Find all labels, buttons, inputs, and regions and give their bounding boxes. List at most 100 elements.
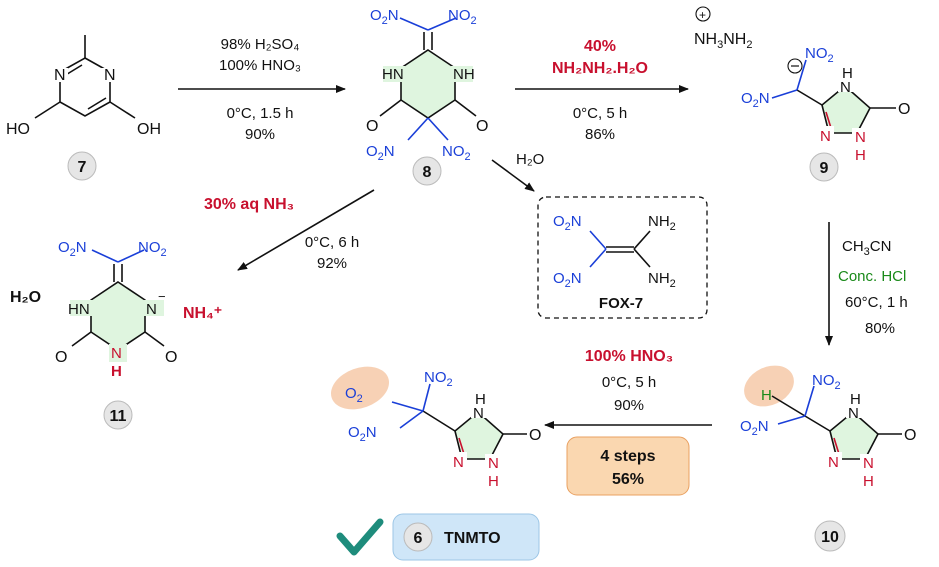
svg-text:N: N xyxy=(488,455,499,472)
product-label: 6 TNMTO xyxy=(336,513,540,561)
compound-10-structure: H NO2 O2N H N N N H O xyxy=(740,365,916,490)
step3-reagent-2: Conc. HCl xyxy=(838,268,906,285)
overall-yield-badge: 4 steps 56% xyxy=(566,436,690,496)
step1-yield: 90% xyxy=(245,126,275,143)
compound-8-badge: 8 xyxy=(412,156,442,186)
svg-text:O: O xyxy=(55,349,67,366)
svg-text:H: H xyxy=(111,363,122,380)
svg-text:NH2: NH2 xyxy=(648,270,676,290)
svg-text:NH2: NH2 xyxy=(648,213,676,233)
svg-text:O2N: O2N xyxy=(348,424,377,444)
svg-text:H: H xyxy=(475,391,486,408)
step3-yield: 80% xyxy=(865,320,895,337)
step2-yield: 86% xyxy=(585,126,615,143)
step1-conditions: 0°C, 1.5 h xyxy=(227,105,294,122)
svg-text:N: N xyxy=(473,405,484,422)
compound-11-badge: 11 xyxy=(103,400,133,430)
step5-reagent: 30% aq NH₃ xyxy=(204,196,294,213)
step4-yield: 90% xyxy=(614,397,644,414)
step3-reagent-1: CH3CN xyxy=(842,238,891,258)
salt11-water: H₂O xyxy=(10,289,41,306)
svg-text:H: H xyxy=(488,473,499,490)
svg-text:O: O xyxy=(366,118,378,135)
step6-reagent: H₂O xyxy=(516,151,544,168)
svg-text:N: N xyxy=(840,79,851,96)
step1-reagent-2: 100% HNO₃ xyxy=(219,57,301,74)
svg-text:HN: HN xyxy=(382,66,404,83)
svg-text:O2N: O2N xyxy=(553,213,582,233)
compound-6-structure: NO2 O2 O2N H N N N H O xyxy=(330,366,541,490)
overall-step-count: 4 steps xyxy=(600,448,655,465)
svg-text:NO2: NO2 xyxy=(138,239,167,259)
step1-reagent-1: 98% H₂SO₄ xyxy=(221,36,300,53)
checkmark-icon xyxy=(336,518,384,556)
svg-text:O2N: O2N xyxy=(740,418,769,438)
svg-text:N: N xyxy=(54,67,66,84)
svg-text:H: H xyxy=(761,387,772,404)
svg-text:N: N xyxy=(104,67,116,84)
svg-text:NH: NH xyxy=(453,66,475,83)
svg-text:O2N: O2N xyxy=(370,7,399,27)
svg-text:N: N xyxy=(453,454,464,471)
compound-6-number: 6 xyxy=(414,530,423,547)
svg-text:O: O xyxy=(898,101,910,118)
compound-11-number: 11 xyxy=(110,408,127,425)
step2-conditions: 0°C, 5 h xyxy=(573,105,627,122)
svg-text:O: O xyxy=(476,118,488,135)
step2-reagent-hydrazine: NH₂NH₂.H₂O xyxy=(552,60,648,77)
compound-9-number: 9 xyxy=(820,160,829,177)
svg-text:O2N: O2N xyxy=(553,270,582,290)
svg-text:O2N: O2N xyxy=(366,143,395,163)
svg-text:H: H xyxy=(855,147,866,164)
product-name: TNMTO xyxy=(444,530,501,547)
svg-text:O: O xyxy=(529,427,541,444)
step2-reagent-concentration: 40% xyxy=(584,38,616,55)
compound-10-badge: 10 xyxy=(814,520,846,552)
svg-text:N: N xyxy=(855,129,866,146)
svg-text:HO: HO xyxy=(6,121,30,138)
svg-text:NO2: NO2 xyxy=(442,143,471,163)
svg-text:NO2: NO2 xyxy=(805,45,834,65)
svg-text:N: N xyxy=(848,405,859,422)
svg-text:+: + xyxy=(699,8,706,22)
svg-text:O: O xyxy=(165,349,177,366)
svg-text:NO2: NO2 xyxy=(812,372,841,392)
step4-conditions: 0°C, 5 h xyxy=(602,374,656,391)
step3-conditions: 60°C, 1 h xyxy=(845,294,908,311)
step4-reagent: 100% HNO₃ xyxy=(585,348,673,365)
svg-text:H: H xyxy=(863,473,874,490)
svg-text:O2N: O2N xyxy=(58,239,87,259)
svg-text:−: − xyxy=(158,289,166,304)
fox7-box: O2N O2N NH2 NH2 FOX-7 xyxy=(537,196,708,319)
svg-text:N: N xyxy=(863,455,874,472)
compound-7-structure: N N HO OH xyxy=(6,35,161,138)
salt11-cation: NH₄⁺ xyxy=(183,305,222,322)
svg-text:H: H xyxy=(850,391,861,408)
svg-text:O2N: O2N xyxy=(741,90,770,110)
svg-text:N: N xyxy=(146,301,157,318)
compound-9-structure: + NH3NH2 NO2 O2N H N N N H O xyxy=(694,6,910,164)
svg-text:N: N xyxy=(820,128,831,145)
svg-text:O: O xyxy=(904,427,916,444)
svg-text:NH3NH2: NH3NH2 xyxy=(694,31,752,51)
svg-text:N: N xyxy=(828,454,839,471)
svg-text:NO2: NO2 xyxy=(424,369,453,389)
svg-text:OH: OH xyxy=(137,121,161,138)
compound-8-number: 8 xyxy=(423,164,432,181)
svg-text:N: N xyxy=(111,345,122,362)
svg-text:HN: HN xyxy=(68,301,90,318)
compound-9-badge: 9 xyxy=(809,152,839,182)
compound-7-number: 7 xyxy=(78,159,87,176)
compound-11-structure: H₂O O2N NO2 HN N − O O N H NH₄⁺ xyxy=(10,239,222,380)
fox7-label: FOX-7 xyxy=(599,295,643,312)
overall-yield: 56% xyxy=(612,471,644,488)
compound-7-badge: 7 xyxy=(67,151,97,181)
svg-text:H: H xyxy=(842,65,853,82)
step5-yield: 92% xyxy=(317,255,347,272)
compound-10-number: 10 xyxy=(821,529,839,546)
arrow-8-to-fox7 xyxy=(491,159,535,192)
svg-text:NO2: NO2 xyxy=(448,7,477,27)
compound-8-structure: O2N NO2 HN NH O O O2N NO2 xyxy=(366,7,488,163)
